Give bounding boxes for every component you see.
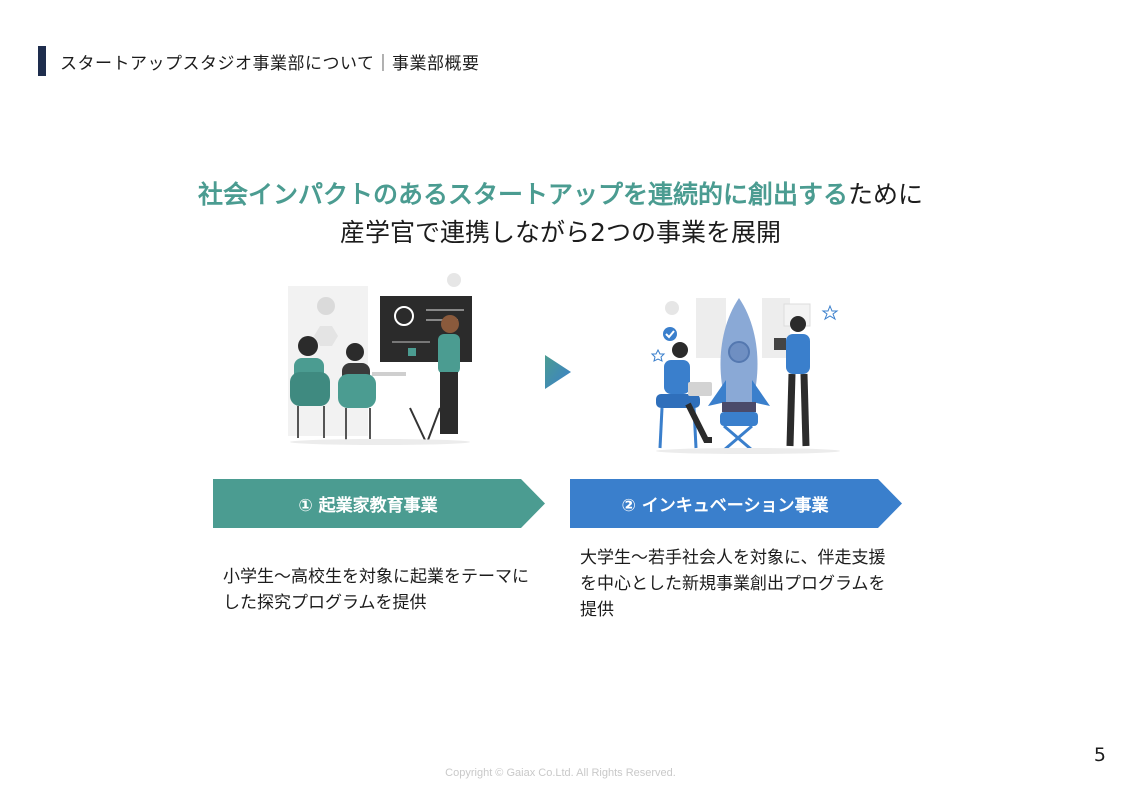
header-accent-bar	[38, 46, 46, 76]
rocket-illustration	[650, 298, 840, 454]
education-business-description: 小学生〜高校生を対象に起業をテーマにした探究プログラムを提供	[223, 567, 529, 613]
education-business-label: ① 起業家教育事業	[298, 496, 438, 516]
slide-title: スタートアップスタジオ事業部について｜事業部概要	[60, 53, 480, 74]
headline-accent: 社会インパクトのあるスタートアップを連続的に創出する	[197, 180, 848, 209]
education-business-banner: ① 起業家教育事業	[213, 479, 545, 528]
arrow-right-icon	[545, 355, 571, 389]
incubation-business-label: ② インキュベーション事業	[621, 496, 829, 516]
headline-line-1: 社会インパクトのあるスタートアップを連続的に創出するために	[0, 178, 1121, 212]
slide-header: スタートアップスタジオ事業部について｜事業部概要	[38, 46, 480, 76]
incubation-business-banner: ② インキュベーション事業	[570, 479, 902, 528]
copyright-notice: Copyright © Gaiax Co.Ltd. All Rights Res…	[445, 767, 676, 779]
headline-line-2: 産学官で連携しながら2つの事業を展開	[340, 218, 781, 247]
incubation-business-description: 大学生〜若手社会人を対象に、伴走支援を中心とした新規事業創出プログラムを提供	[580, 548, 886, 620]
page-number: 5	[1093, 744, 1106, 766]
classroom-illustration	[288, 273, 472, 445]
headline-rest: ために	[848, 180, 924, 209]
